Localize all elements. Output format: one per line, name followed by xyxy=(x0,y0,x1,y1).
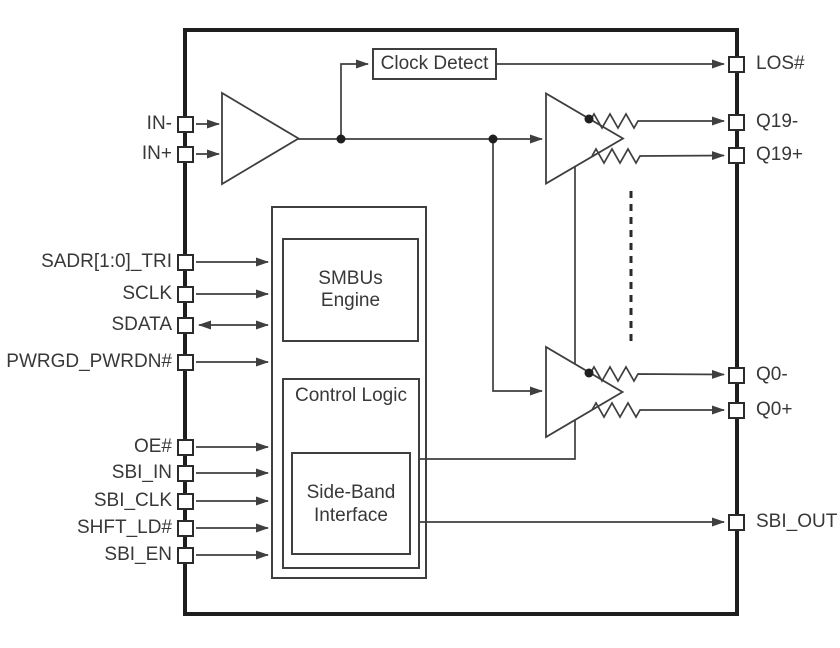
pin-sclk xyxy=(177,286,194,303)
smbus-engine-block: SMBUs Engine xyxy=(282,238,419,342)
pin-label-q0-plus: Q0+ xyxy=(756,399,793,420)
pin-shft-ld xyxy=(177,520,194,537)
pin-in-minus xyxy=(177,116,194,133)
pin-sbi-clk xyxy=(177,493,194,510)
pin-label-sbi-out: SBI_OUT xyxy=(756,511,838,532)
pin-q0-minus xyxy=(728,367,745,384)
smbus-control-block xyxy=(271,206,427,579)
input-buffer-triangle xyxy=(221,91,301,186)
clock-detect-label: Clock Detect xyxy=(380,53,489,74)
pin-label-q19-plus: Q19+ xyxy=(756,144,804,165)
wire-output-enable xyxy=(420,166,576,460)
side-band-label-line2: Interface xyxy=(314,504,388,526)
wire-q0-plus-resistor xyxy=(591,401,725,419)
pin-sbi-out xyxy=(728,514,745,531)
pin-label-in-minus: IN- xyxy=(146,113,172,134)
pin-sbi-en xyxy=(177,547,194,564)
wire-q19-minus-resistor xyxy=(589,112,725,130)
side-band-interface-block: Side-Band Interface xyxy=(291,452,411,555)
junction-dot xyxy=(584,114,594,124)
q19-output-buffer-triangle xyxy=(545,91,625,186)
smbus-engine-label-line2: Engine xyxy=(320,290,381,311)
pin-pwrgd-pwrdn xyxy=(177,354,194,371)
pin-q19-minus xyxy=(728,114,745,131)
pin-label-shft-ld: SHFT_LD# xyxy=(76,517,172,538)
pin-sadr-tri xyxy=(177,254,194,271)
pin-label-sclk: SCLK xyxy=(122,283,172,304)
pin-label-sadr-tri: SADR[1:0]_TRI xyxy=(41,251,172,272)
wire-q19-plus-resistor xyxy=(591,147,725,165)
wire-to-q0-buffer xyxy=(492,139,543,396)
smbus-engine-label-line1: SMBUs xyxy=(318,268,383,289)
pin-label-sbi-en: SBI_EN xyxy=(104,544,172,565)
control-logic-label: Control Logic xyxy=(295,385,407,406)
wire-to-clock-detect xyxy=(340,59,369,139)
wire-q0-minus-resistor xyxy=(589,365,725,383)
pin-oe xyxy=(177,439,194,456)
pin-label-los: LOS# xyxy=(756,53,805,74)
junction-dot xyxy=(488,134,498,144)
junction-dot xyxy=(336,134,346,144)
pin-sdata xyxy=(177,317,194,334)
pin-in-plus xyxy=(177,146,194,163)
pin-q0-plus xyxy=(728,402,745,419)
pin-los xyxy=(728,56,745,73)
pin-label-q19-minus: Q19- xyxy=(756,111,799,132)
pin-label-in-plus: IN+ xyxy=(141,143,172,164)
clock-detect-block: Clock Detect xyxy=(372,48,497,80)
pin-label-sbi-in: SBI_IN xyxy=(111,462,172,483)
side-band-label-line1: Side-Band xyxy=(306,481,396,503)
pin-label-oe: OE# xyxy=(133,436,172,457)
pin-label-sbi-clk: SBI_CLK xyxy=(93,490,172,511)
pin-q19-plus xyxy=(728,147,745,164)
pin-label-q0-minus: Q0- xyxy=(756,364,788,385)
junction-dot xyxy=(584,368,594,378)
pin-label-sdata: SDATA xyxy=(111,314,172,335)
q0-output-buffer-triangle xyxy=(545,345,625,439)
pin-label-pwrgd-pwrdn: PWRGD_PWRDN# xyxy=(6,351,172,372)
pin-sbi-in xyxy=(177,465,194,482)
